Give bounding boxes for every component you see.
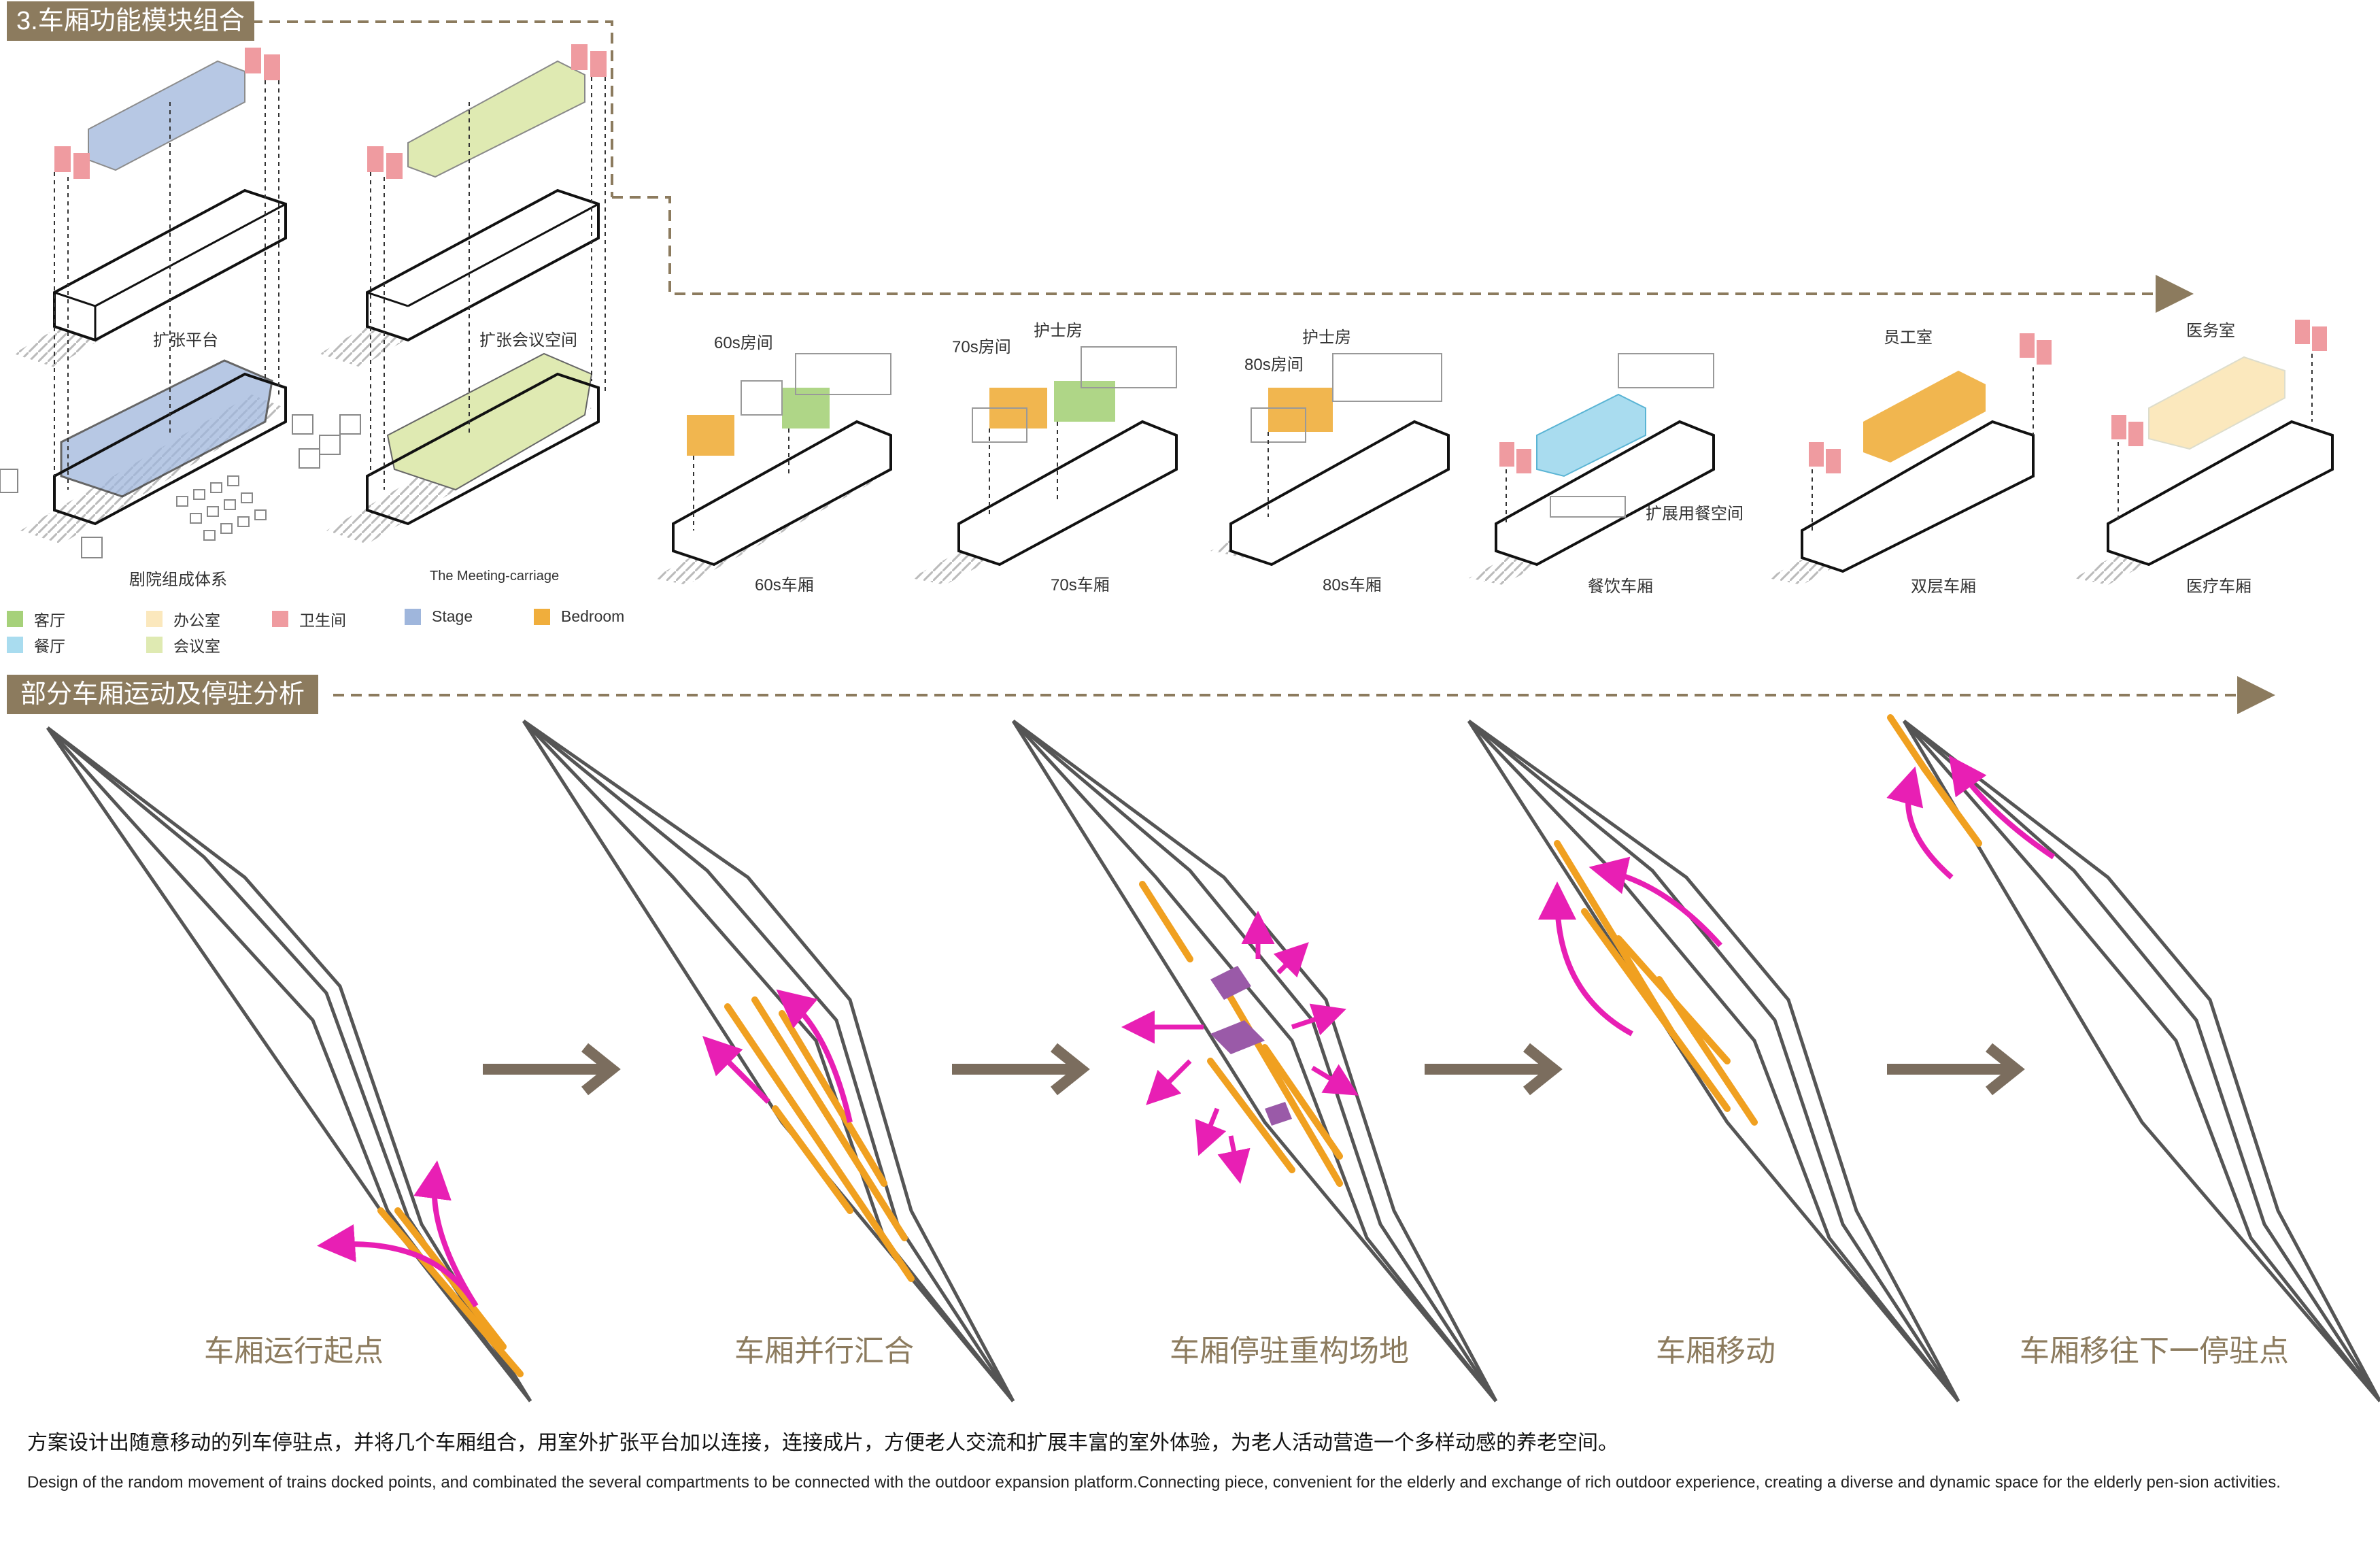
module-60s [653,353,892,585]
stage-label-dock: 车厢停驻重构场地 [1170,1334,1409,1368]
caption-80s: 80s车厢 [1323,576,1382,594]
callout-70s-nurse: 护士房 [1034,322,1083,340]
callout-60s-room: 60s房间 [714,334,773,352]
legend-label: 会议室 [173,637,220,655]
legend-item-office: 办公室 [146,607,220,631]
caption-60s: 60s车厢 [755,576,814,594]
stage-label-next: 车厢移往下一停驻点 [2020,1334,2289,1368]
legend-item-stage: Stage [405,607,473,626]
legend-label: 卫生间 [299,611,346,629]
callout-dining-space: 扩展用餐空间 [1646,505,1744,523]
callout-staff-room: 员工室 [1884,329,1933,347]
stage-label-move: 车厢移动 [1656,1334,1775,1368]
caption-dining: 餐饮车厢 [1588,577,1653,596]
caption-70s: 70s车厢 [1051,576,1110,594]
legend-label: 客厅 [34,611,65,629]
callout-80s-room: 80s房间 [1244,356,1304,374]
legend-label: Stage [432,607,473,625]
legend-swatch [405,608,421,625]
track-diagram-4 [1467,719,1960,1402]
description-english: Design of the random movement of trains … [27,1473,2281,1492]
legend-item-bedroom: Bedroom [534,607,624,626]
legend-item-living: 客厅 [7,607,65,631]
caption-theater: 剧院组成体系 [129,571,227,589]
arrow-2 [952,1043,1090,1096]
module-double-deck [1768,333,2052,585]
module-dining [1469,353,1715,585]
caption-medical: 医疗车厢 [2186,577,2251,596]
legend-swatch [146,611,163,627]
legend-item-toilet: 卫生间 [272,607,346,631]
stage-label-start: 车厢运行起点 [204,1334,384,1368]
legend-swatch [146,637,163,653]
callout-meeting-space: 扩张会议空间 [479,331,577,350]
track-diagram-2 [522,719,1015,1402]
section-title-movement: 部分车厢运动及停驻分析 [7,675,319,714]
module-theater [0,48,361,558]
callout-expansion-platform: 扩张平台 [153,331,218,350]
callout-70s-room: 70s房间 [952,338,1011,356]
caption-double-deck: 双层车厢 [1911,577,1976,596]
section-title-modules: 3.车厢功能模块组合 [7,1,254,41]
legend-item-meeting: 会议室 [146,633,220,656]
track-diagram-5 [1886,714,2380,1402]
arrow-1 [483,1043,621,1096]
module-80s [1210,353,1450,567]
track-diagram-1 [46,726,532,1402]
description-chinese: 方案设计出随意移动的列车停驻点，并将几个车厢组合，用室外扩张平台加以连接，连接成… [27,1432,1618,1454]
arrow-4 [1887,1043,2025,1096]
stage-label-merge: 车厢并行汇合 [734,1334,914,1368]
legend-swatch [272,611,288,627]
legend-item-dining: 餐厅 [7,633,65,656]
legend-label: Bedroom [561,607,625,625]
legend-swatch [7,637,23,653]
legend-label: 餐厅 [34,637,65,655]
track-diagram-3 [1011,719,1498,1402]
module-70s [911,346,1178,585]
arrow-3 [1425,1043,1563,1096]
module-meeting [320,44,607,544]
callout-80s-nurse: 护士房 [1302,329,1351,347]
section1-connector [252,20,2194,313]
module-medical [2074,320,2334,585]
legend-swatch [534,608,550,625]
legend-swatch [7,611,23,627]
caption-meeting: The Meeting-carriage [430,569,560,584]
legend-label: 办公室 [173,611,220,629]
callout-clinic-room: 医务室 [2186,322,2235,340]
